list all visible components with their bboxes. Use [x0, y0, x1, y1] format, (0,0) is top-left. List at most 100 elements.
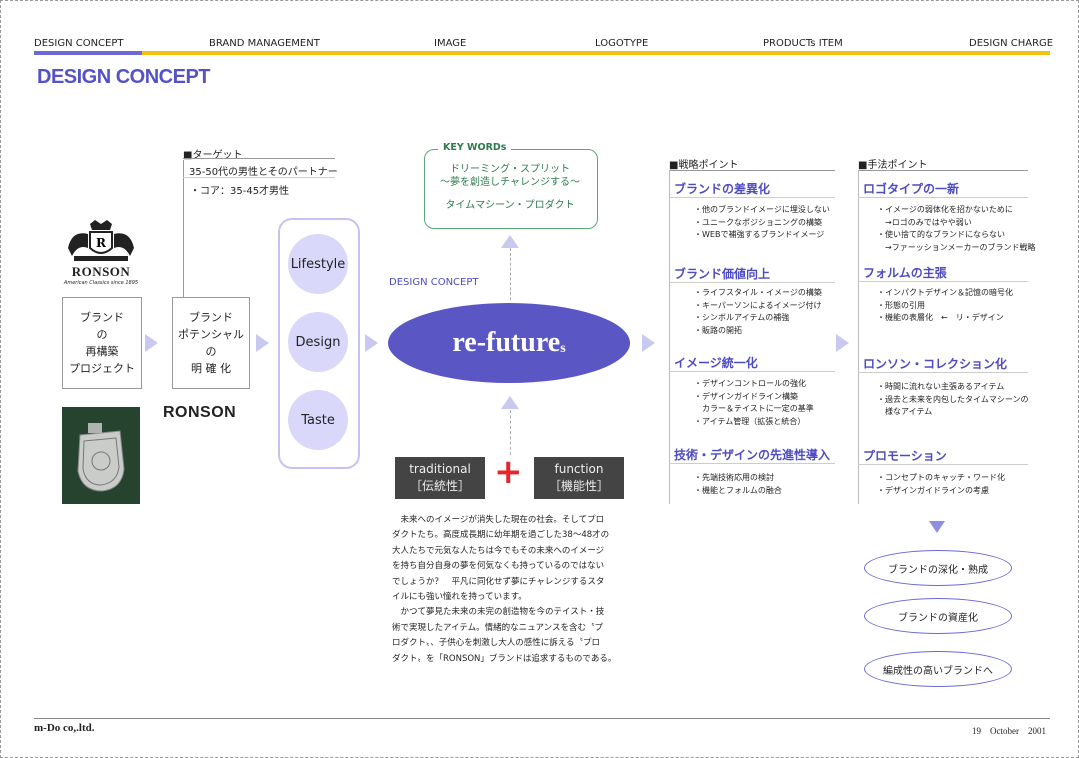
function-box: function ［機能性］: [534, 457, 624, 499]
method-subrule: [858, 372, 1028, 373]
arrow-right-3: [365, 334, 378, 352]
lighter-icon: [62, 407, 140, 504]
body-line: 大人たちで元気な人たちは今でもその未来へのイメージ: [392, 544, 642, 559]
footer-rule: [34, 718, 1050, 719]
taste-circle: Taste: [288, 390, 348, 450]
body-line: ロダクト〟、子供心を刺激し大人の感性に訴える〝プロ: [392, 636, 642, 651]
function-en: function: [534, 461, 624, 478]
concept-suffix: s: [560, 341, 565, 357]
dotted-connector-bottom: [510, 405, 511, 455]
strategy-vline: [669, 170, 670, 504]
nav-image[interactable]: IMAGE: [434, 38, 466, 49]
page-title: DESIGN CONCEPT: [37, 66, 210, 89]
design-circle: Design: [288, 312, 348, 372]
body-line: ダクト〟を「RONSON」ブランドは追求するものである。: [392, 652, 642, 667]
rebuild-project-box: ブランド の 再構築 プロジェクト: [62, 297, 142, 389]
strategy-title-2: ブランド価値向上: [674, 265, 770, 282]
svg-text:R: R: [96, 236, 107, 250]
plus-sign: +: [494, 452, 523, 492]
method-items-4: ・コンセプトのキャッチ・ワード化・デザインガイドラインの考慮: [877, 472, 1005, 497]
function-jp: ［機能性］: [534, 478, 624, 495]
target-line1: 35-50代の男性とそのパートナー: [189, 163, 338, 178]
nav-design-concept[interactable]: DESIGN CONCEPT: [34, 38, 124, 49]
footer-date: 19 October 2001: [972, 724, 1046, 737]
strategy-items-2: ・ライフスタイル・イメージの構築・キーパーソンによるイメージ付け・シンボルアイテ…: [694, 287, 822, 337]
method-subrule: [858, 197, 1028, 198]
strategy-rule: [669, 170, 835, 171]
lighter-product-image: [62, 407, 140, 504]
concept-body-text: 未来へのイメージが消失した現在の社会。そしてプロ ダクトたち。高度成長期に幼年期…: [392, 513, 642, 667]
box1-line: の: [97, 326, 108, 343]
arrow-right-1: [145, 334, 158, 352]
keywords-heading: KEY WORDs: [438, 142, 511, 153]
lifestyle-circle: Lifestyle: [288, 234, 348, 294]
keyword-line: タイムマシーン・プロダクト: [424, 199, 596, 212]
method-items-2: ・インパクトデザイン＆記憶の暗号化・形態の引用・機能の表層化 ← リ・デザイン: [877, 287, 1013, 325]
arrow-right-4: [642, 334, 655, 352]
concept-main: re-future: [452, 327, 560, 359]
box2-line: ブランド: [189, 309, 233, 326]
concept-label: DESIGN CONCEPT: [389, 277, 479, 288]
outcome-oval-1: ブランドの深化・熟成: [864, 550, 1012, 586]
box1-line: プロジェクト: [69, 360, 135, 377]
arrow-down: [929, 521, 945, 533]
body-line: 未来へのイメージが消失した現在の社会。そしてプロ: [392, 513, 642, 528]
strategy-subrule: [669, 282, 835, 283]
body-line: 術で実現したアイテム。情緒的なニュアンスを含む〝プ: [392, 621, 642, 636]
nav-brand-management[interactable]: BRAND MANAGEMENT: [209, 38, 320, 49]
ronson-crest-logo: R RONSON American Classics since 1895: [60, 218, 142, 288]
arrow-right-5: [836, 334, 849, 352]
strategy-items-4: ・先端技術応用の検討・機能とフォルムの融合: [694, 472, 782, 497]
ronson-wordmark: RONSON: [163, 404, 236, 422]
arrow-up-top: [501, 235, 519, 248]
box2-line: 明 確 化: [191, 360, 231, 377]
brand-potential-box: ブランド ポテンシャル の 明 確 化: [172, 297, 250, 389]
target-connector: [183, 160, 184, 298]
body-line: かつて夢見た未来の未完の創造物を今のテイスト・技: [392, 605, 642, 620]
method-vline: [858, 170, 859, 504]
body-line: を持ち自分自身の夢を何気なくも持っているのではない: [392, 559, 642, 574]
box2-line: ポテンシャル: [178, 326, 244, 343]
box1-line: 再構築: [86, 343, 119, 360]
box2-line: の: [206, 343, 217, 360]
crest-icon: R: [60, 218, 142, 264]
target-rule2: [183, 177, 335, 178]
nav-products-item[interactable]: PRODUCTs ITEM: [763, 38, 843, 49]
method-subrule: [858, 464, 1028, 465]
logo-tagline: American Classics since 1895: [60, 280, 142, 286]
method-title-1: ロゴタイプの一新: [863, 180, 959, 197]
traditional-en: traditional: [395, 461, 485, 478]
nav-design-charge[interactable]: DESIGN CHARGE: [969, 38, 1053, 49]
body-line: ダクトたち。高度成長期に幼年期を過ごした38〜48才の: [392, 528, 642, 543]
dotted-connector-top: [510, 248, 511, 300]
method-title-3: ロンソン・コレクション化: [863, 355, 1007, 372]
keyword-line: 〜夢を創造しチャレンジする〜: [424, 176, 596, 189]
top-nav: DESIGN CONCEPT BRAND MANAGEMENT IMAGE LO…: [34, 38, 1050, 52]
strategy-subrule: [669, 371, 835, 372]
strategy-subrule: [669, 197, 835, 198]
outcome-oval-3: 編成性の高いブランドへ: [864, 651, 1012, 687]
nav-logotype[interactable]: LOGOTYPE: [595, 38, 648, 49]
keyword-line: ドリーミング・スプリット: [424, 163, 596, 176]
strategy-heading: ■戦略ポイント: [669, 156, 738, 171]
strategy-subrule: [669, 463, 835, 464]
target-rule: [183, 158, 335, 159]
method-subrule: [858, 281, 1028, 282]
method-title-4: プロモーション: [863, 447, 947, 464]
strategy-title-3: イメージ統一化: [674, 354, 758, 371]
traditional-jp: ［伝統性］: [395, 478, 485, 495]
box1-line: ブランド: [80, 309, 124, 326]
strategy-items-1: ・他のブランドイメージに埋没しない・ユニークなポジショニングの構築・WEBで補強…: [694, 204, 830, 242]
arrow-up-bottom: [501, 396, 519, 409]
method-rule: [858, 170, 1028, 171]
method-items-1: ・イメージの弱体化を招かないために →ロゴのみではやや弱い・使い捨て的なブランド…: [877, 204, 1035, 254]
target-line2: ・コア：35-45才男性: [190, 182, 289, 197]
traditional-box: traditional ［伝統性］: [395, 457, 485, 499]
strategy-items-3: ・デザインコントロールの強化・デザインガイドライン構築 カラー＆テイストに一定の…: [694, 378, 814, 428]
nav-active-indicator: [34, 51, 142, 55]
footer-company: m-Do co,.ltd.: [34, 722, 95, 734]
strategy-title-1: ブランドの差異化: [674, 180, 770, 197]
method-heading: ■手法ポイント: [858, 156, 927, 171]
keywords-text: ドリーミング・スプリット 〜夢を創造しチャレンジする〜 タイムマシーン・プロダク…: [424, 163, 596, 212]
